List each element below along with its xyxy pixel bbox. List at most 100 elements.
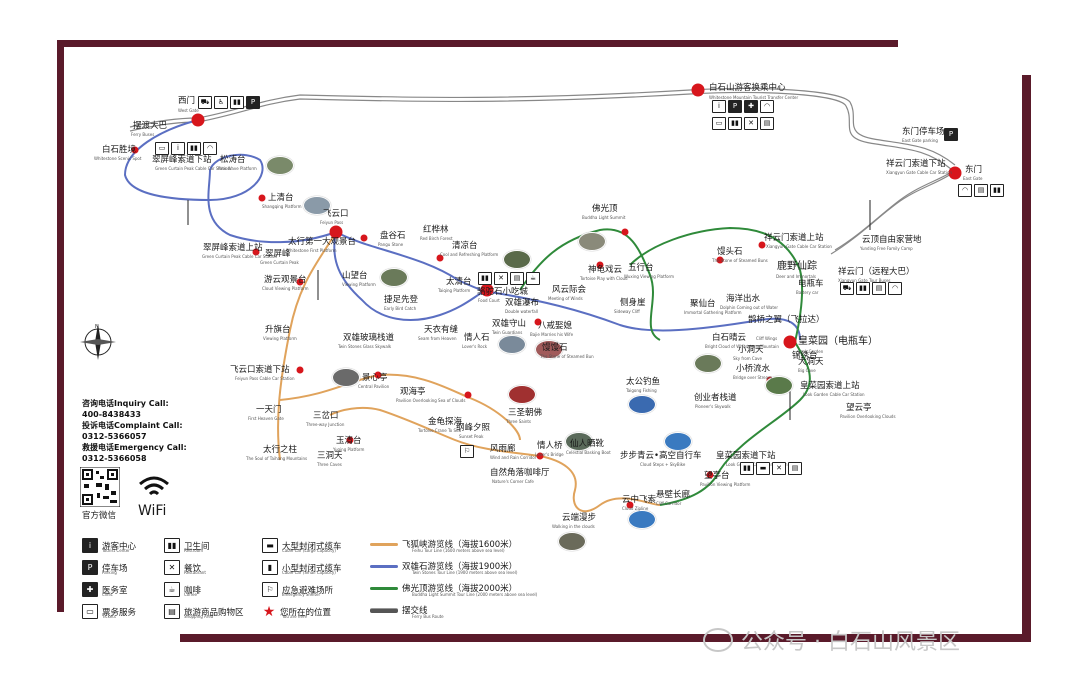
place-fengyu-ting[interactable]: 风雨廊 [490,444,516,454]
place-hongshulin[interactable]: 红桦林 [423,225,449,235]
location-dot[interactable] [758,241,766,249]
place-xiaochi[interactable]: 骆驼石小吃城 [477,287,529,297]
location-dot-huangguang[interactable] [783,335,797,349]
location-dot[interactable] [464,391,472,399]
location-dot-ximen[interactable] [191,113,205,127]
place-feiyunkou[interactable]: 飞云口 [323,209,349,219]
place-qingren-qiao[interactable]: 情人桥 [537,441,563,451]
place-shengtai[interactable]: 升旗台 [265,325,291,335]
location-dot[interactable] [296,366,304,374]
place-yunduan-manbu[interactable]: 云端漫步 [562,513,597,523]
location-dot[interactable] [706,471,714,479]
location-dot[interactable] [258,194,266,202]
place-wuxing-tai[interactable]: 五行台 [628,263,654,273]
place-daxiu-tian[interactable]: 大洞天 [798,357,824,367]
place-shanlou-tai[interactable]: 山望台 [342,271,368,281]
place-wangjing-tai[interactable]: 望亭台 [704,471,730,481]
place-wangyun[interactable]: 望云亭 [846,403,872,413]
place-kuguishi[interactable]: 盘谷石 [380,231,406,241]
place-bamian[interactable]: 八戒娶媳 [538,321,573,331]
place-shangqing-tai[interactable]: 上清台 [268,193,294,203]
location-dot[interactable] [436,254,444,262]
place-xuanbi-changlang[interactable]: 悬壁长廊 [656,490,691,500]
place-jiezu[interactable]: 捷足先登 [384,295,419,305]
location-dot[interactable] [296,278,304,286]
place-huangguang-shang[interactable]: 皇菜园索道上站 [800,381,860,391]
place-youke-huanche[interactable]: 白石山游客换乘中心 [709,83,786,93]
place-yuhuang-tai[interactable]: 玉清台 [336,436,362,446]
place-foguang-ding[interactable]: 佛光顶 [592,204,618,214]
place-taihang-diyi[interactable]: 太行第一大观景台 [288,237,357,247]
place-taixing-zhi[interactable]: 太行之柱 [263,445,298,455]
place-jingxian-tai[interactable]: 聚仙台 [690,299,716,309]
place-baishi-shengjing[interactable]: 白石胜境 [102,145,137,155]
place-shuangxiong-zhandao[interactable]: 双雄玻璃栈道 [343,333,395,343]
place-gangyue[interactable]: 纲峰夕照 [456,423,491,433]
place-qingren-shi[interactable]: 情人石 [464,333,490,343]
place-baidu-daba[interactable]: 摆渡大巴 [133,121,168,131]
place-yitian-men[interactable]: 一天门 [256,405,282,415]
location-dot[interactable] [596,261,604,269]
place-jingxin[interactable]: 景心亭 [362,373,388,383]
location-dot[interactable] [626,501,634,509]
place-cesheng-ya[interactable]: 侧身崖 [620,298,646,308]
place-youyun[interactable]: 游云观景台 [264,275,307,285]
location-dot[interactable] [621,228,629,236]
location-dot[interactable] [252,248,260,256]
place-feiyunkou-xia[interactable]: 飞云口索道下站 [230,365,290,375]
place-yundingziyou[interactable]: 云顶自由家营地 [862,235,922,245]
place-jinxiu-tai[interactable]: 锦绣台 [792,351,818,361]
inquiry-phone[interactable]: 400-8438433 [82,410,141,419]
place-cuiping-feng-xia[interactable]: 翠屏峰索道下站 [152,155,212,165]
place-diantou-bei[interactable]: 电瓶车 [798,279,824,289]
place-huangguang-xia[interactable]: 皇菜园索道下站 [716,451,776,461]
place-songtao-tai[interactable]: 松涛台 [220,155,246,165]
place-xiangyun-men-shang[interactable]: 祥云门索道上站 [764,233,824,243]
place-xiangyun-men-xia[interactable]: 祥云门索道下站 [886,159,946,169]
location-dot[interactable] [536,452,544,460]
place-shuangxiong-shou[interactable]: 双雄守山 [492,319,527,329]
location-dot[interactable] [716,256,724,264]
place-dongmen-tingche[interactable]: 东门停车场 [902,127,945,137]
place-sansheng[interactable]: 三圣朝佛 [508,408,543,418]
location-dot[interactable] [360,234,368,242]
location-dot-feiyunkou[interactable] [329,225,343,239]
place-shuangxiong-pubu[interactable]: 双雄瀑布 [505,298,540,308]
emergency-phone[interactable]: 0312-5366058 [82,454,147,463]
place-guanyin-shi[interactable]: 馒馒石 [542,343,568,353]
place-zhangshu[interactable]: 创业者栈道 [694,393,737,403]
location-dot[interactable] [131,146,139,154]
place-ximen[interactable]: 西门 [178,96,196,106]
place-tai-gong[interactable]: 太公钓鱼 [626,377,661,387]
place-fengyun[interactable]: 风云际会 [552,285,587,295]
place-baishi-lin[interactable]: 白石晴云 [712,333,747,343]
place-jingliang[interactable]: 鹿野仙踪 [777,261,817,272]
place-shengui[interactable]: 神龟戏云 [588,265,623,275]
place-dongmen[interactable]: 东门 [965,165,983,175]
place-sancha-kou[interactable]: 三岔口 [313,411,339,421]
place-xiaodong-tian[interactable]: 小洞天 [738,345,764,355]
place-jingtou-shi[interactable]: 馒头石 [717,247,743,257]
place-taiqing-tai[interactable]: 太清台 [446,277,472,287]
complaint-phone[interactable]: 0312-5366057 [82,432,147,441]
place-xiaoqiao[interactable]: 小桥流水 [736,364,771,374]
place-xiangyun-men-da[interactable]: 祥云门（远程大巴） [838,267,915,277]
place-tianyi[interactable]: 天衣有缝 [424,325,459,335]
place-huangguang-yuan[interactable]: 皇菜园（电瓶车） [798,336,878,347]
place-xianren-xiezhu[interactable]: 仙人晒靴 [570,439,605,449]
location-dot-transfer-center[interactable] [691,83,705,97]
place-yuhai[interactable]: 观海亭 [400,387,426,397]
place-ziran-kafei[interactable]: 自然角落咖啡厅 [490,468,550,478]
place-yinhua[interactable]: 鹊桥之翼（飞拉达） [748,315,825,325]
place-qingliang-tai[interactable]: 清凉台 [452,241,478,251]
place-haiyang[interactable]: 海洋出水 [726,294,761,304]
place-cuipingfeng[interactable]: 翠屏峰 [265,249,291,259]
place-yunzhong-feisuo[interactable]: 云中飞索 [622,495,657,505]
place-cuiping-shang[interactable]: 翠屏峰索道上站 [203,243,263,253]
place-sandong-tian[interactable]: 三洞天 [317,451,343,461]
location-dot[interactable] [374,371,382,379]
location-dot-dongmen[interactable] [948,166,962,180]
location-dot[interactable] [534,318,542,326]
location-dot[interactable] [346,436,354,444]
place-bubu-gao[interactable]: 步步青云•高空自行车 [620,451,702,461]
